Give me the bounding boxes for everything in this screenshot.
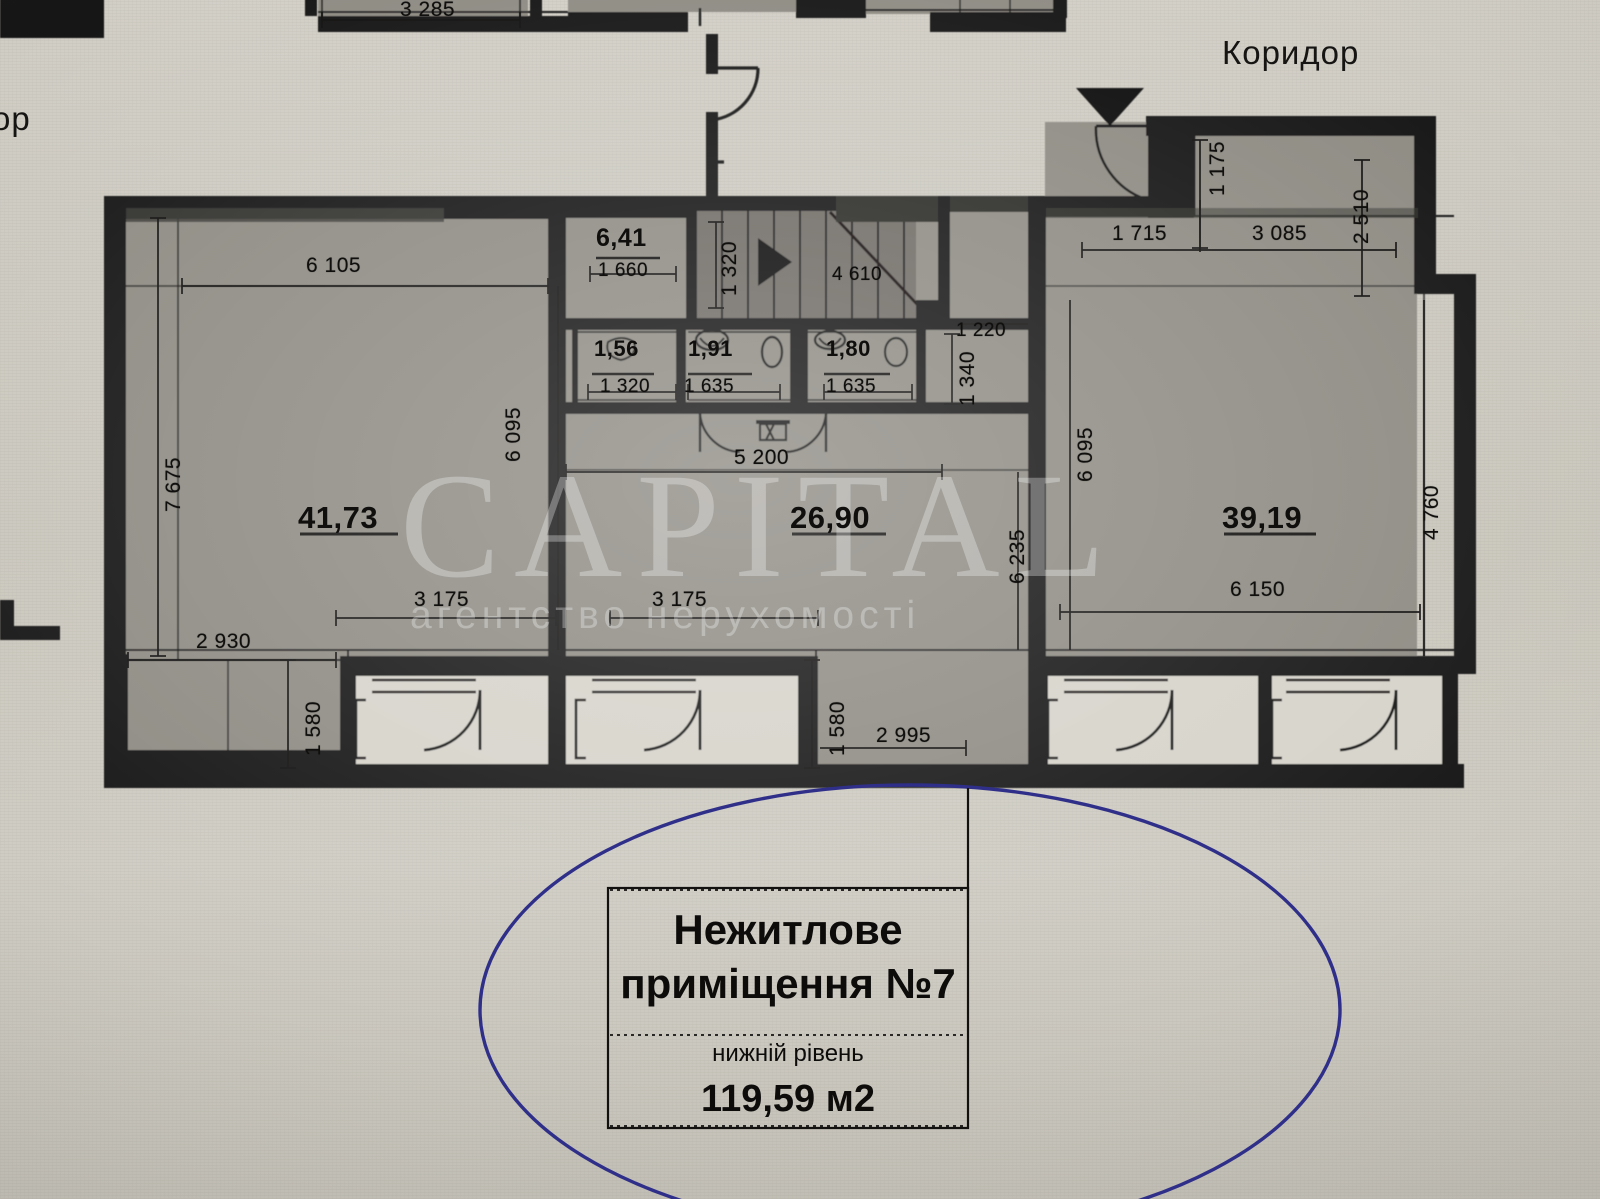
dim-center-room-top: 5 200: [734, 446, 790, 469]
highlight-ellipse: [478, 783, 1342, 1199]
dim-wc2-width: 1 635: [684, 376, 735, 397]
title-line-2: приміщення №7: [620, 960, 956, 1007]
dim-right-room-bottom: 6 150: [1230, 578, 1286, 601]
dim-center-room-bottom: 3 175: [652, 588, 708, 611]
dim-wc3-width: 1 635: [826, 376, 877, 397]
dim-left-door-height: 1 580: [302, 700, 325, 756]
area-wc-1: 1,56: [594, 336, 639, 361]
dim-left-room-top: 6 105: [306, 254, 362, 277]
dim-right-room-top-a: 1 715: [1112, 222, 1168, 245]
dim-wc1-width: 1 320: [600, 376, 651, 397]
corridor-label-right: Коридор: [1222, 34, 1360, 71]
dim-corridor-gap: 1 220: [956, 320, 1007, 341]
title-block-frame: [606, 886, 970, 1130]
dim-right-room-left-vert: 6 095: [1074, 426, 1097, 482]
dim-top-strip: 3 285: [400, 0, 456, 21]
dim-hall-top-vert: 1 320: [718, 240, 741, 296]
dim-stair-width: 4 610: [832, 264, 883, 285]
dim-left-room-left: 7 675: [162, 456, 185, 512]
title-block: Нежитлове приміщення №7 нижній рівень 11…: [608, 888, 968, 1128]
dim-center-room-right: 6 235: [1006, 528, 1029, 584]
title-line-3: нижній рівень: [712, 1040, 864, 1067]
title-area-value: 119,59 м2: [701, 1078, 875, 1120]
dim-left-room-bottom-a: 2 930: [196, 630, 252, 653]
dim-hall-top-width: 1 660: [598, 260, 649, 281]
dim-right-room-right: 4 760: [1420, 484, 1443, 540]
area-wc-2: 1,91: [688, 336, 733, 361]
area-hall-top: 6,41: [596, 224, 647, 252]
dim-right-room-vert-b: 2 510: [1350, 188, 1373, 244]
dim-left-room-bottom-b: 3 175: [414, 588, 470, 611]
corridor-label-left: ор: [0, 100, 31, 137]
dim-center-door-height: 1 580: [826, 700, 849, 756]
dim-right-room-top-b: 3 085: [1252, 222, 1308, 245]
area-room-center: 26,90: [790, 500, 871, 535]
area-wc-3: 1,80: [826, 336, 871, 361]
area-room-right: 39,19: [1222, 500, 1303, 535]
area-room-left: 41,73: [298, 500, 379, 535]
dim-wc-right-vert: 1 340: [956, 350, 979, 406]
dim-left-room-right: 6 095: [502, 406, 525, 462]
dim-center-bottom-b: 2 995: [876, 724, 932, 747]
dim-right-room-vert-a: 1 175: [1206, 140, 1229, 196]
dimension-lines: [127, 12, 1425, 769]
title-line-1: Нежитлове: [673, 906, 903, 953]
clipped-plan-top: [0, 0, 1067, 38]
